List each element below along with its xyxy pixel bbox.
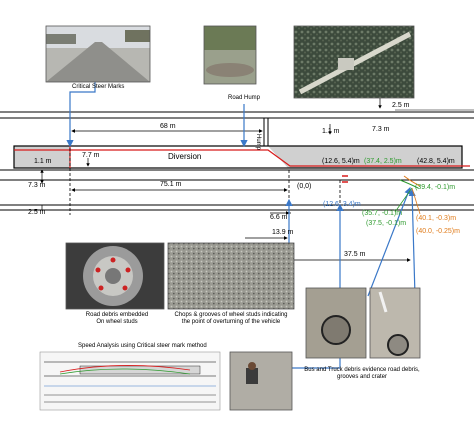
caption-road-hump: Road Hump: [228, 95, 261, 101]
coord-42-8-5-4: (42.8, 5.4)m: [417, 158, 455, 165]
dim-7-3m-left: 7.3 m: [28, 182, 46, 189]
coord-39-4: (39.4, -0.1)m: [415, 184, 456, 191]
diversion-label: Diversion: [168, 152, 202, 161]
photo-investigator: [229, 351, 293, 411]
photo-grooves: [167, 242, 295, 310]
caption-debris-1: Bus and Truck debris evidence road debri…: [304, 367, 420, 373]
dim-7-3m-top: 7.3 m: [372, 126, 390, 133]
photo-steer-marks: [45, 25, 151, 83]
caption-wheel-1: Road debris embedded: [85, 312, 149, 318]
photo-wheel: [65, 242, 165, 310]
photo-satellite: [293, 25, 415, 99]
caption-grooves-1: Chops & grooves of wheel studs indicatin…: [174, 312, 288, 318]
coord-12-6-3-4: (12.6, 3.4)m: [323, 201, 361, 208]
coord-37-5: (37.5, -0.1)m: [366, 220, 407, 227]
caption-steer-marks: Critical Steer Marks: [72, 84, 125, 90]
dim-75-1m: 75.1 m: [160, 181, 182, 188]
coord-40-1: (40.1, -0.3)m: [416, 215, 457, 222]
dim-2-5m-top: 2.5 m: [392, 102, 410, 109]
speed-analysis-diagram: [39, 351, 221, 411]
coord-40-0: (40.0, -0.25)m: [416, 228, 460, 235]
coord-0-0: (0,0): [297, 183, 312, 190]
coord-37-4-2-5: (37.4, 2.5)m: [364, 158, 402, 165]
dim-6-6m: 6.6 m: [270, 214, 288, 221]
caption-debris-2: grooves and crater: [336, 374, 388, 380]
diversion-fill-right: [268, 146, 462, 168]
photo-debris-left: [305, 287, 367, 359]
red-diversion-path: [14, 149, 470, 167]
dim-1-1m-right: 1.1 m: [322, 128, 340, 135]
caption-grooves-2: the point of overturning of the vehicle: [181, 319, 281, 325]
dim-1-1m-left: 1.1 m: [34, 158, 52, 165]
coord-12-6-5-4: (12.6, 5.4)m: [322, 158, 360, 165]
dim-7-7m: 7.7 m: [82, 152, 100, 159]
speed-analysis-title: Speed Analysis using Critical steer mark…: [78, 343, 207, 349]
caption-wheel-2: On wheel studs: [96, 319, 138, 325]
diversion-outline: [13, 145, 463, 169]
diversion-fill-left: [14, 146, 70, 168]
dim-2-5m-left: 2.5 m: [28, 209, 46, 216]
hump-label: Hump: [255, 134, 261, 151]
dim-13-9m: 13.9 m: [272, 229, 294, 236]
coord-35-7: (35.7, -0.1)m: [362, 210, 403, 217]
dim-37-5m: 37.5 m: [344, 251, 366, 258]
photo-road-hump: [203, 25, 257, 85]
photo-debris-right: [369, 287, 421, 359]
dim-68m: 68 m: [160, 123, 176, 130]
